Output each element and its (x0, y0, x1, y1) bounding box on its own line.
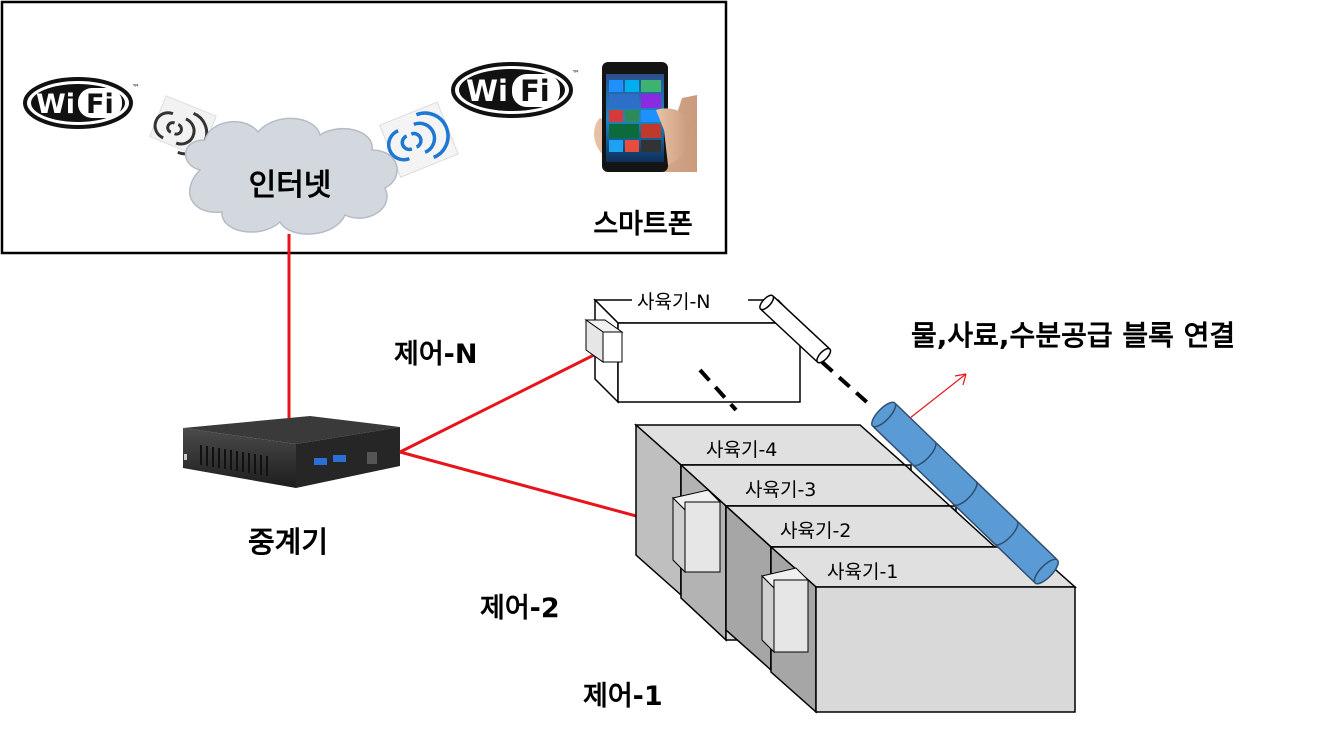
control-2-label: 제어-2 (480, 593, 560, 624)
link-repeater-control-n (399, 350, 601, 454)
wifi-left-fi: Fi (86, 89, 114, 120)
control-1-label: 제어-1 (583, 681, 663, 712)
dashed-link-feeder (698, 368, 738, 412)
wifi-right-wi: Wi (466, 74, 508, 108)
feeder-n-label: 사육기-N (637, 291, 711, 313)
supply-label: 물,사료,수분공급 블록 연결 (911, 319, 1235, 352)
dashed-link-pipe (820, 360, 872, 407)
wifi-logo-right: Wi Fi ™ (451, 62, 580, 118)
smartphone-icon (582, 62, 697, 177)
feeder-1-label: 사육기-1 (827, 561, 898, 583)
feeder-2-label: 사육기-2 (780, 520, 851, 542)
feeder-n-label-bg (632, 286, 748, 314)
wifi-left-tm: ™ (132, 83, 140, 92)
signal-icon-right (379, 101, 459, 178)
wifi-logo-left: Wi Fi ™ (23, 77, 140, 129)
internet-cloud-icon: 인터넷 (184, 117, 398, 235)
wifi-right-fi: Fi (520, 74, 550, 108)
wifi-right-tm: ™ (572, 69, 580, 78)
wifi-left-wi: Wi (36, 89, 75, 120)
repeater-device-icon (183, 416, 400, 488)
repeater-label: 중계기 (248, 525, 328, 559)
cloud-label: 인터넷 (249, 168, 332, 203)
pipe-segment-n (759, 294, 832, 364)
link-repeater-control-2 (399, 450, 674, 528)
smartphone-label: 스마트폰 (593, 209, 692, 240)
control-2-block (672, 489, 721, 574)
control-n-label: 제어-N (394, 339, 477, 370)
control-1-block (761, 567, 809, 654)
feeder-4-label: 사육기-4 (706, 439, 777, 461)
feeder-3-label: 사육기-3 (745, 479, 816, 501)
supply-pipe (871, 401, 1059, 585)
supply-arrow (909, 373, 967, 419)
internet-panel: Wi Fi ™ Wi Fi ™ (0, 0, 728, 418)
